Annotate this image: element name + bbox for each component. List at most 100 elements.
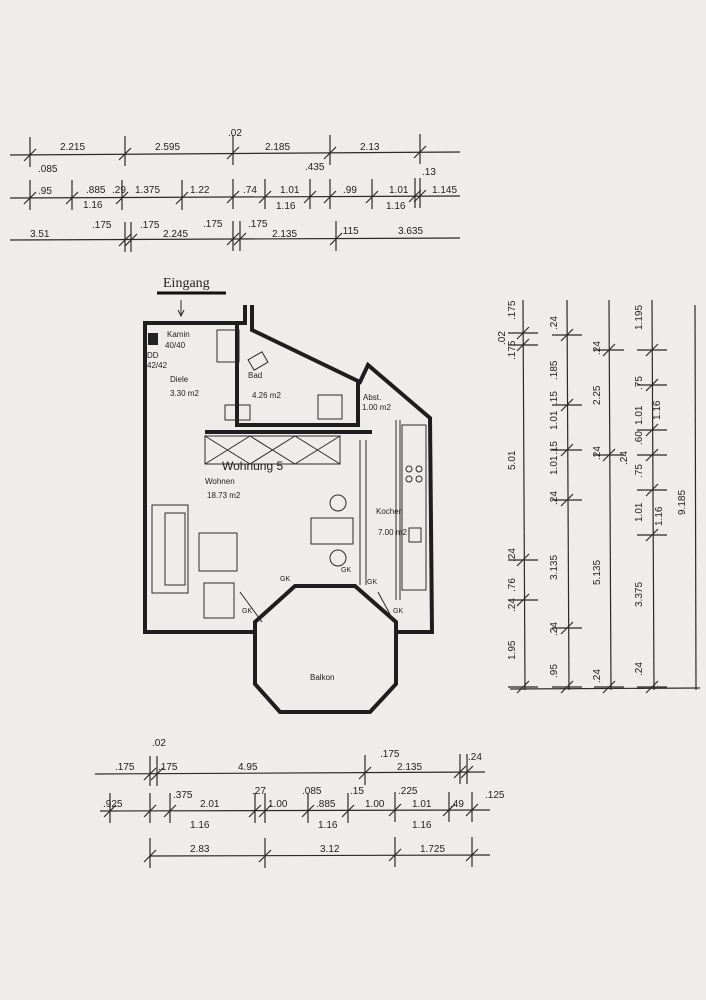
dimension-label: 1.95: [507, 640, 518, 660]
dimension-label: .885: [316, 799, 336, 810]
dimension-label: 1.145: [432, 185, 457, 196]
sink: [408, 527, 422, 543]
dimension-tick: [65, 180, 79, 210]
dimension-tick: [637, 378, 667, 392]
label-diele-area: 3.30 m2: [170, 389, 199, 398]
dimension-label: 1.22: [190, 185, 210, 196]
dimension-label: 1.16: [652, 400, 663, 420]
dimension-label: 1.00: [268, 799, 288, 810]
arrow-down-icon: [177, 300, 185, 318]
dimension-label: .95: [549, 664, 560, 678]
dimension-tick: [413, 134, 427, 164]
dimension-label: .085: [38, 164, 58, 175]
label-kamin: Kamin: [167, 330, 190, 339]
label-dd-size: 42/42: [147, 361, 168, 370]
dimension-label: 1.01: [412, 799, 432, 810]
balcony-outline: [253, 584, 398, 714]
dimension-label: .435: [305, 162, 325, 173]
dimension-tick: [453, 754, 467, 784]
chimney: [148, 333, 158, 345]
dimension-tick: [329, 221, 343, 251]
dimension-tick: [552, 493, 582, 507]
dimension-label: .74: [243, 185, 257, 196]
dimension-tick: [258, 179, 272, 209]
dimension-label: .175: [92, 220, 112, 231]
dimension-label: .24: [592, 669, 603, 683]
dimension-label: .27: [252, 786, 266, 797]
dimension-tick: [150, 756, 164, 786]
dimension-label: .24: [549, 491, 560, 505]
dimension-tick: [552, 328, 582, 342]
dimension-label: .15: [350, 786, 364, 797]
dimension-label: .175: [507, 340, 518, 360]
chair: [329, 549, 347, 567]
dimension-label: 1.01: [280, 185, 300, 196]
label-gk: GK: [341, 567, 351, 574]
dimension-label: .175: [507, 300, 518, 320]
label-wohnen-area: 18.73 m2: [207, 491, 241, 500]
dimension-label: .085: [302, 786, 322, 797]
dimension-label: .02: [497, 331, 508, 345]
bottom-dimension-chain: [94, 754, 491, 868]
dimension-tick: [175, 180, 189, 210]
dimension-tick: [460, 754, 474, 784]
dimension-tick: [23, 180, 37, 210]
dimension-tick: [341, 793, 355, 823]
label-dd: DD: [147, 351, 159, 360]
chair: [329, 494, 347, 512]
dimension-tick: [358, 755, 372, 785]
dimension-label: 3.135: [549, 555, 560, 580]
dimension-tick: [226, 179, 240, 209]
dimension-label: 1.16: [386, 201, 406, 212]
dimension-label: 3.635: [398, 226, 423, 237]
dimension-tick: [594, 448, 624, 462]
dimension-tick: [465, 792, 479, 822]
label-bad-area: 4.26 m2: [252, 391, 281, 400]
dimension-label: .175: [380, 749, 400, 760]
dimension-label: 2.245: [163, 229, 188, 240]
label-wohnen: Wohnen: [205, 477, 235, 486]
dimension-label: 1.01: [549, 410, 560, 430]
dimension-label: 2.135: [272, 229, 297, 240]
dimension-label: .115: [340, 226, 359, 237]
kitchen-counter: [401, 424, 427, 591]
dimension-tick: [301, 793, 315, 823]
dimension-label: .375: [173, 790, 193, 801]
dimension-label: .125: [485, 790, 505, 801]
dimension-label: .24: [549, 316, 560, 330]
dimension-tick: [552, 398, 582, 412]
dimension-tick: [442, 792, 456, 822]
dimension-label: 2.135: [397, 762, 422, 773]
dimension-tick: [143, 793, 157, 823]
dimension-tick: [226, 221, 240, 251]
entrance-label: Eingang: [163, 276, 210, 291]
dimension-tick: [508, 553, 538, 567]
right-dimension-chain: [508, 299, 701, 694]
dimension-tick: [637, 423, 667, 437]
dimension-label: 2.83: [190, 844, 210, 855]
wardrobe: [204, 435, 341, 465]
dimension-label: .175: [248, 219, 268, 230]
dimension-label: .02: [152, 738, 166, 749]
dimension-tick: [233, 221, 247, 251]
dimension-label: 2.215: [60, 142, 85, 153]
label-balkon: Balkon: [310, 673, 334, 682]
apartment-plan: Kamin 40/40 DD 42/42 Diele 3.30 m2 Bad 4…: [143, 305, 435, 714]
dimension-label: 5.01: [507, 450, 518, 470]
dimension-tick: [552, 443, 582, 457]
dimension-label: .02: [228, 128, 242, 139]
dimension-label: .175: [203, 219, 223, 230]
label-gk: GK: [280, 576, 290, 583]
dimension-label: .75: [634, 376, 645, 390]
label-kochen-area: 7.00 m2: [378, 528, 407, 537]
dimension-label: .29: [112, 185, 126, 196]
dimension-label: 4.95: [238, 762, 258, 773]
dimension-label: .925: [103, 799, 123, 810]
toilet: [247, 351, 269, 371]
sofa: [151, 504, 189, 594]
dimension-label: .24: [634, 662, 645, 676]
label-gk: GK: [242, 608, 252, 615]
armchair: [203, 582, 235, 619]
dimension-tick: [143, 838, 157, 868]
